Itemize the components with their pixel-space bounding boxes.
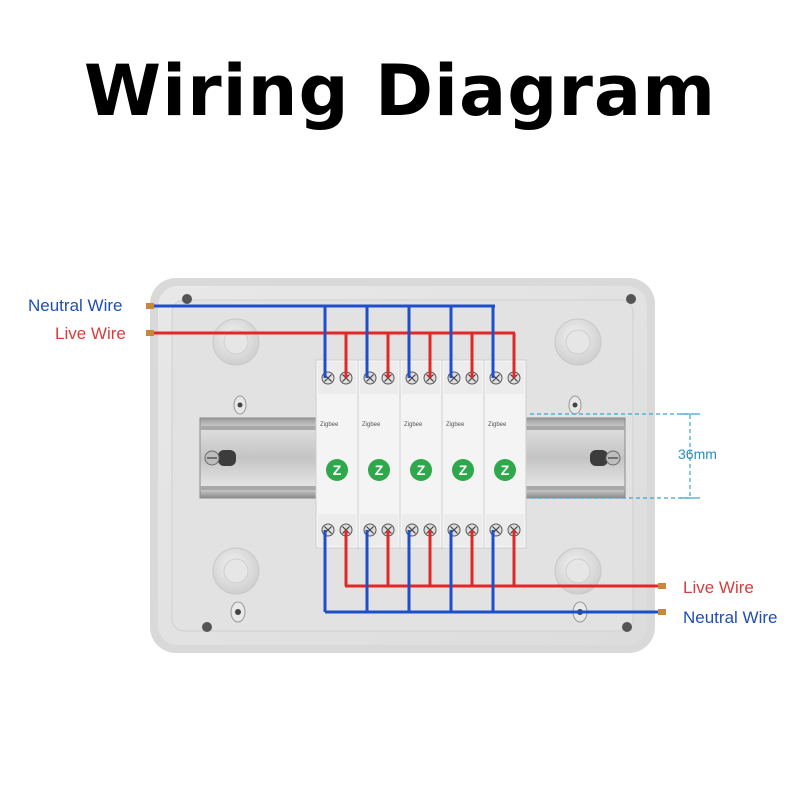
mounting-posts <box>212 318 602 623</box>
input-neutral-label: Neutral Wire <box>28 296 122 315</box>
zigbee-logo-icon <box>368 459 390 481</box>
zigbee-logo-icon <box>326 459 348 481</box>
wire-end-icon <box>146 303 154 309</box>
zigbee-logo-icon <box>494 459 516 481</box>
module-brand-label: Zigbee <box>488 422 507 428</box>
logo-letter: Z <box>459 462 468 478</box>
module-brand-label: Zigbee <box>404 422 423 428</box>
logo-letter: Z <box>501 462 510 478</box>
module-brand-label: Zigbee <box>320 422 339 428</box>
wire-end-icon <box>658 609 666 615</box>
rail-dimension-label: 36mm <box>678 446 717 462</box>
module-brand-label: Zigbee <box>446 422 465 428</box>
logo-letter: Z <box>375 462 384 478</box>
output-live-label: Live Wire <box>683 578 754 597</box>
rail-dimension-marker <box>530 413 700 499</box>
module-brand-label: Zigbee <box>362 422 381 428</box>
input-live-label: Live Wire <box>55 324 126 343</box>
wire-end-icon <box>658 583 666 589</box>
logo-letter: Z <box>333 462 342 478</box>
logo-letter: Z <box>417 462 426 478</box>
zigbee-logo-icon <box>410 459 432 481</box>
output-neutral-label: Neutral Wire <box>683 608 777 627</box>
corner-screw-holes <box>182 294 636 632</box>
wiring <box>146 303 666 615</box>
rail-screw-icon <box>204 450 621 466</box>
zigbee-logo-icon <box>452 459 474 481</box>
wire-end-icon <box>146 330 154 336</box>
page-title: Wiring Diagram <box>83 50 717 132</box>
